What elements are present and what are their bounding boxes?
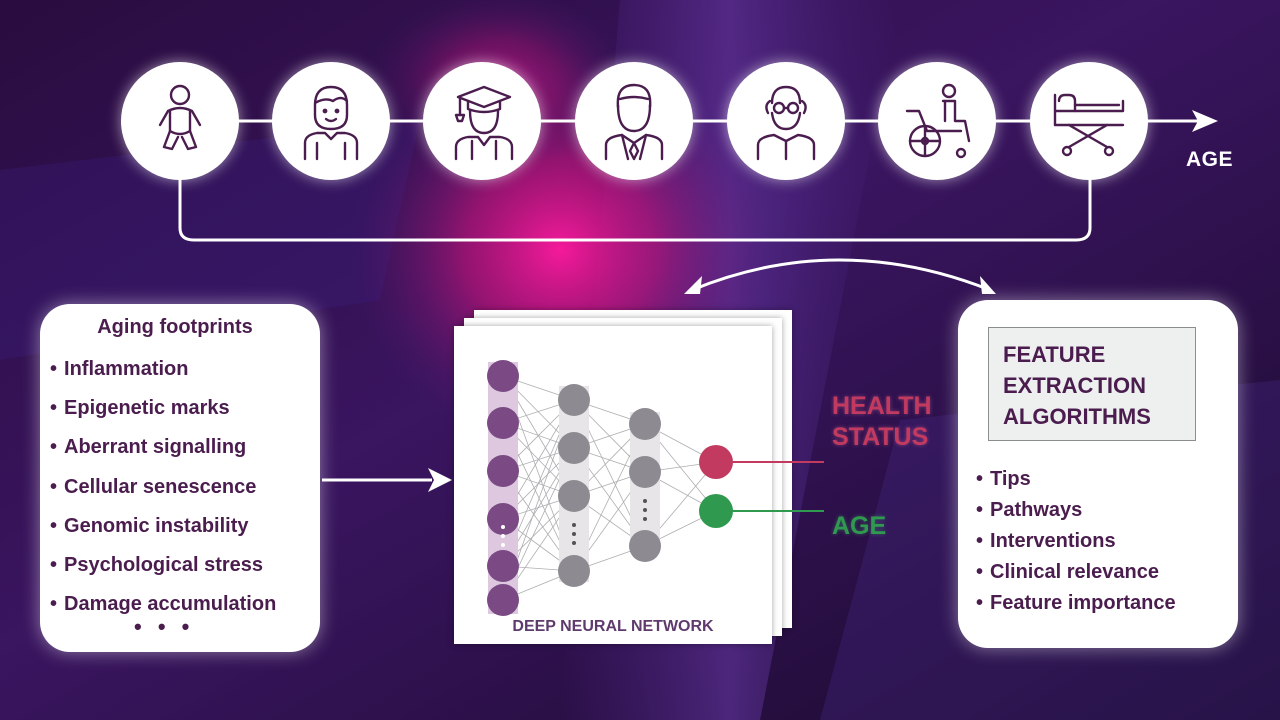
dnn-label: DEEP NEURAL NETWORK (512, 618, 714, 635)
hospital-bed-icon (1053, 93, 1125, 157)
list-item: Cellular senescence (50, 474, 276, 513)
list-item: Feature importance (976, 590, 1176, 621)
graduate-icon (454, 85, 514, 161)
list-item: Epigenetic marks (50, 395, 276, 434)
hidden-node (558, 555, 590, 587)
input-node (487, 360, 519, 392)
ellipsis-dot (643, 517, 647, 521)
age-arrow-head (1192, 110, 1218, 132)
hidden-node (558, 432, 590, 464)
hidden-node (558, 384, 590, 416)
ellipsis-dot (643, 499, 647, 503)
feature-extraction-list: Tips Pathways Interventions Clinical rel… (976, 466, 1176, 621)
aging-footprints-panel: Aging footprints Inflammation Epigenetic… (40, 304, 320, 652)
feature-extraction-box: FEATURE EXTRACTION ALGORITHMS (988, 327, 1196, 441)
input-node (487, 550, 519, 582)
list-item: Psychological stress (50, 552, 276, 591)
elderly-man-icon (756, 85, 816, 161)
input-node (487, 584, 519, 616)
age-output-label: AGE (832, 512, 887, 540)
list-item: Damage accumulation (50, 591, 276, 630)
hidden-node (558, 480, 590, 512)
ellipsis-dot (572, 523, 576, 527)
health-output-node (699, 445, 733, 479)
more-ellipsis: • • • (134, 614, 195, 639)
input-node (487, 455, 519, 487)
ellipsis-dot (572, 532, 576, 536)
ellipsis-dot (501, 534, 505, 538)
stage-graduate (423, 62, 541, 180)
child-icon (303, 85, 359, 161)
ellipsis-dot (572, 541, 576, 545)
ellipsis-dot (501, 525, 505, 529)
output-lines (730, 461, 824, 512)
input-node (487, 503, 519, 535)
feature-extraction-line-3: ALGORITHMS (1003, 404, 1151, 429)
age-output-node (699, 494, 733, 528)
stage-child (272, 62, 390, 180)
list-item: Pathways (976, 497, 1176, 528)
feature-extraction-line-2: EXTRACTION (1003, 373, 1146, 398)
list-item: Clinical relevance (976, 559, 1176, 590)
stage-hospital-bed (1030, 62, 1148, 180)
stage-wheelchair (878, 62, 996, 180)
list-item: Aberrant signalling (50, 434, 276, 473)
health-status-line-2: STATUS (832, 423, 929, 451)
ellipsis-dot (501, 543, 505, 547)
ellipsis-dot (643, 508, 647, 512)
feature-extraction-line-1: FEATURE (1003, 342, 1106, 367)
health-status-line-1: HEALTH (832, 392, 932, 420)
hidden-node (629, 456, 661, 488)
input-node (487, 407, 519, 439)
stage-elderly (727, 62, 845, 180)
aging-footprints-title: Aging footprints (97, 316, 253, 338)
wheelchair-icon (905, 83, 971, 159)
health-status-label: HEALTH STATUS (832, 391, 932, 453)
baby-icon (158, 84, 202, 151)
neural-network-diagram (487, 360, 733, 616)
list-item: Genomic instability (50, 513, 276, 552)
adult-man-icon (604, 83, 664, 161)
aging-footprints-list: Inflammation Epigenetic marks Aberrant s… (50, 356, 276, 630)
list-item: Tips (976, 466, 1176, 497)
hidden-node (629, 408, 661, 440)
stage-adult (575, 62, 693, 180)
stage-baby (121, 62, 239, 180)
list-item: Interventions (976, 528, 1176, 559)
age-axis-label: AGE (1186, 148, 1234, 171)
list-item: Inflammation (50, 356, 276, 395)
hidden-node (629, 530, 661, 562)
